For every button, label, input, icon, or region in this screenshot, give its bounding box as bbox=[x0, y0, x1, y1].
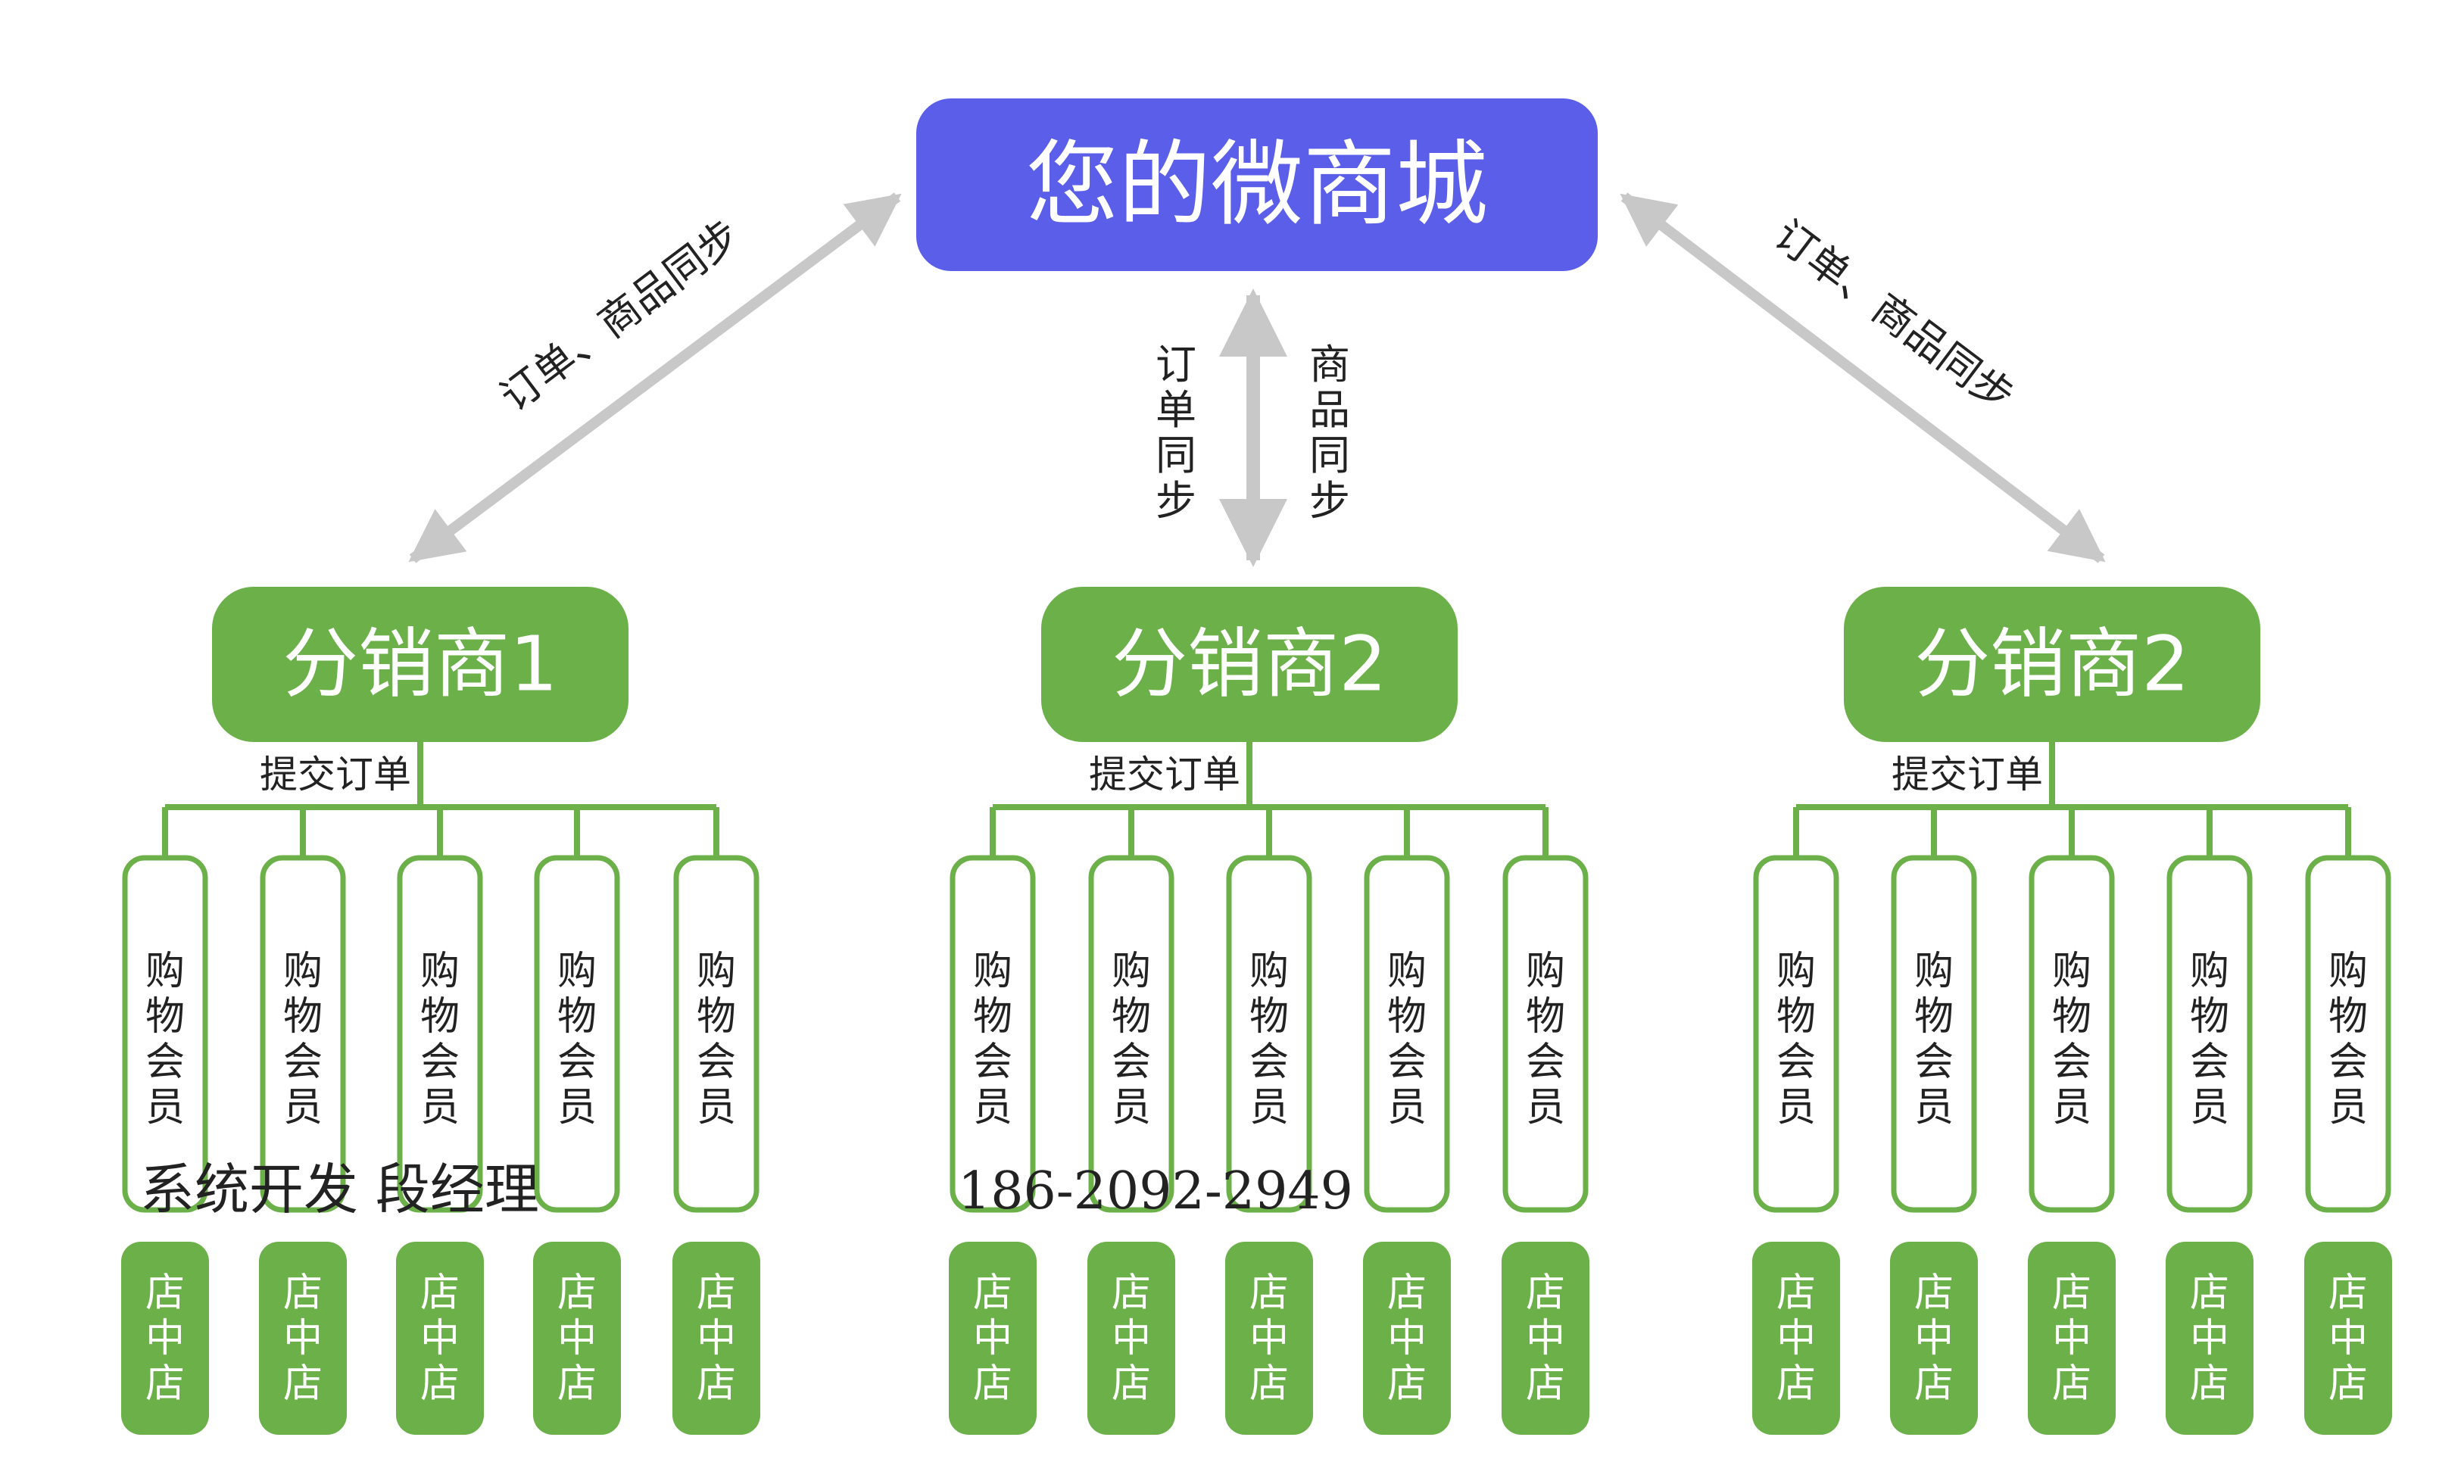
shop-label: 店中店 bbox=[1914, 1270, 1954, 1407]
member-label: 购物会员 bbox=[1249, 949, 1289, 1130]
member-node bbox=[260, 855, 346, 1213]
distributor-node bbox=[212, 587, 628, 742]
shop-label: 店中店 bbox=[697, 1270, 736, 1407]
shop-node bbox=[949, 1242, 1037, 1435]
member-label: 购物会员 bbox=[697, 949, 736, 1130]
shop-label: 店中店 bbox=[283, 1270, 323, 1407]
member-label: 购物会员 bbox=[1914, 949, 1954, 1130]
member-node bbox=[1502, 855, 1589, 1213]
member-node bbox=[1364, 855, 1450, 1213]
distributor-label: 分销商1 bbox=[282, 620, 558, 709]
member-node bbox=[1753, 855, 1839, 1213]
arrow-right bbox=[1620, 192, 2106, 563]
shop-node bbox=[2166, 1242, 2253, 1435]
shop-node bbox=[259, 1242, 347, 1435]
shop-node bbox=[396, 1242, 484, 1435]
shop-label: 店中店 bbox=[2052, 1270, 2091, 1407]
shop-node bbox=[121, 1242, 209, 1435]
shop-node bbox=[2304, 1242, 2392, 1435]
shop-node bbox=[672, 1242, 760, 1435]
shop-label: 店中店 bbox=[420, 1270, 460, 1407]
shop-node bbox=[1752, 1242, 1840, 1435]
member-node bbox=[2305, 855, 2391, 1213]
shop-label: 店中店 bbox=[1249, 1270, 1289, 1407]
member-label: 购物会员 bbox=[2190, 949, 2229, 1130]
member-node bbox=[1226, 855, 1312, 1213]
member-node bbox=[1088, 855, 1174, 1213]
shop-node bbox=[1502, 1242, 1589, 1435]
member-label: 购物会员 bbox=[557, 949, 597, 1130]
member-node bbox=[950, 855, 1036, 1213]
shop-node bbox=[1087, 1242, 1175, 1435]
shop-node bbox=[533, 1242, 621, 1435]
member-label: 购物会员 bbox=[283, 949, 323, 1130]
distributor-label: 分销商2 bbox=[1112, 620, 1387, 709]
shop-node bbox=[2028, 1242, 2116, 1435]
shop-label: 店中店 bbox=[557, 1270, 597, 1407]
member-label: 购物会员 bbox=[2052, 949, 2091, 1130]
watermark-phone: 186-2092-2949 bbox=[958, 1161, 1353, 1221]
member-label: 购物会员 bbox=[1112, 949, 1151, 1130]
member-node bbox=[2029, 855, 2115, 1213]
shop-node bbox=[1890, 1242, 1978, 1435]
member-node bbox=[1891, 855, 1977, 1213]
member-label: 购物会员 bbox=[1387, 949, 1427, 1130]
root-label: 您的微商城 bbox=[1026, 131, 1488, 238]
link-arrows bbox=[408, 192, 2106, 567]
shop-label: 店中店 bbox=[1112, 1270, 1151, 1407]
member-label: 购物会员 bbox=[145, 949, 185, 1130]
arrow-left bbox=[408, 192, 902, 563]
submit-order-label: 提交订单 bbox=[1089, 753, 1240, 797]
submit-order-label: 提交订单 bbox=[1892, 753, 2043, 797]
shop-label: 店中店 bbox=[2190, 1270, 2229, 1407]
shop-label: 店中店 bbox=[1387, 1270, 1427, 1407]
vertical-link-label-left: 订单同步 bbox=[1156, 341, 1196, 525]
member-node bbox=[397, 855, 483, 1213]
shop-node bbox=[1363, 1242, 1451, 1435]
member-label: 购物会员 bbox=[1776, 949, 1816, 1130]
member-node bbox=[673, 855, 759, 1213]
member-label: 购物会员 bbox=[420, 949, 460, 1130]
shop-label: 店中店 bbox=[2328, 1270, 2368, 1407]
submit-order-label: 提交订单 bbox=[260, 753, 411, 797]
root-node: 您的微商城 bbox=[916, 98, 1598, 271]
member-label: 购物会员 bbox=[2328, 949, 2368, 1130]
shop-label: 店中店 bbox=[145, 1270, 185, 1407]
vertical-link-labels: 订单同步 商品同步 bbox=[1156, 341, 1350, 525]
watermark-developer: 系统开发 段经理 bbox=[140, 1158, 539, 1221]
member-label: 购物会员 bbox=[1526, 949, 1565, 1130]
member-node bbox=[122, 855, 208, 1213]
right-link-label: 订单、商品同步 bbox=[1765, 210, 2023, 421]
left-link-label: 订单、商品同步 bbox=[491, 210, 749, 421]
shop-label: 店中店 bbox=[1776, 1270, 1816, 1407]
distributor-label: 分销商2 bbox=[1914, 620, 2190, 709]
member-node bbox=[534, 855, 620, 1213]
member-node bbox=[2166, 855, 2253, 1213]
member-label: 购物会员 bbox=[973, 949, 1012, 1130]
shop-node bbox=[1225, 1242, 1313, 1435]
shop-label: 店中店 bbox=[973, 1270, 1012, 1407]
distributor-node bbox=[1041, 587, 1458, 742]
shop-label: 店中店 bbox=[1526, 1270, 1565, 1407]
distributor-node bbox=[1844, 587, 2260, 742]
vertical-link-label-right: 商品同步 bbox=[1309, 341, 1350, 525]
